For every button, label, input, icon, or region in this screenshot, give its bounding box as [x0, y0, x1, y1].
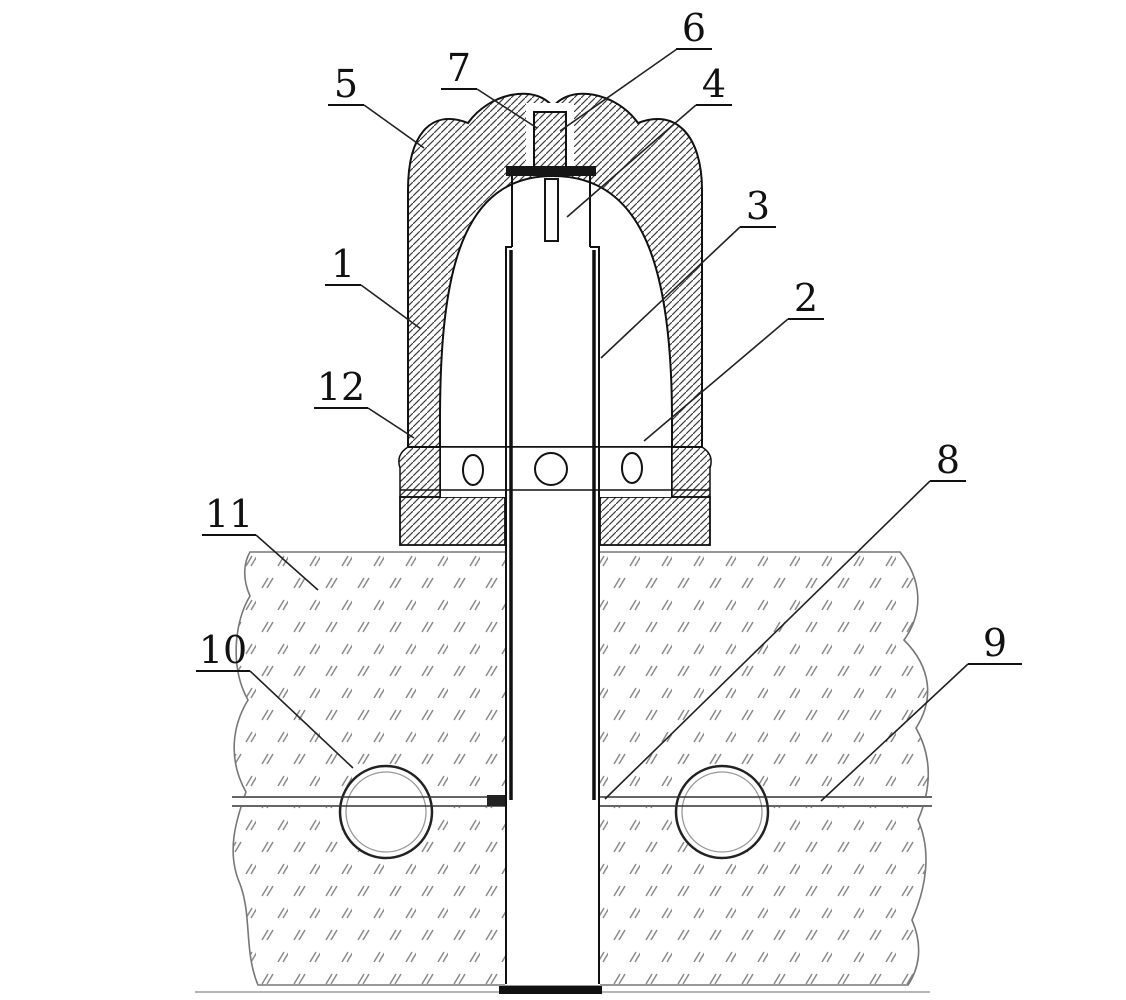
label-leader-line: [820, 663, 969, 802]
part-label-1: 1: [325, 242, 422, 330]
part-label-12: 12: [314, 365, 415, 439]
pipe-run: [232, 764, 932, 860]
label-leader-line: [363, 104, 425, 149]
vent-hole-right: [621, 452, 643, 484]
label-leader-line: [367, 407, 415, 439]
label-text-10: 10: [199, 628, 247, 672]
label-leader-line: [255, 534, 319, 591]
pipe-circle-right-inner: [681, 771, 763, 853]
center-tube-lines: [505, 166, 600, 984]
label-leader-line: [600, 226, 741, 359]
part-labels-layer: 5 7 6 4 3 2 1 12 11 8 10 9: [196, 6, 1022, 802]
part-label-2: 2: [643, 276, 824, 442]
tube-lower-bore: [505, 247, 600, 985]
label-text-1: 1: [331, 242, 355, 286]
part-label-5: 5: [328, 62, 425, 149]
base-flange-left: [399, 496, 506, 546]
vent-hole-center: [534, 452, 568, 486]
label-leader-line: [604, 480, 931, 800]
label-text-3: 3: [746, 184, 770, 228]
label-text-2: 2: [794, 276, 818, 320]
part-label-11: 11: [202, 492, 319, 591]
label-leader-line: [559, 48, 678, 132]
bottom-edge: [195, 986, 930, 994]
top-plug: [533, 111, 567, 173]
part-label-7: 7: [441, 46, 538, 129]
label-text-8: 8: [936, 438, 960, 482]
vent-band: [400, 446, 710, 497]
pipe-circle-right: [674, 764, 770, 860]
label-leader-line: [566, 104, 697, 218]
base-flange: [399, 496, 711, 546]
label-leader-line: [249, 670, 354, 769]
part-label-8: 8: [604, 438, 966, 800]
part-label-10: 10: [196, 628, 354, 769]
bell-housing: [398, 92, 712, 498]
tube-top-cap-bar: [506, 166, 596, 176]
label-leader-line: [360, 284, 422, 330]
pipe-tube-joint-tick: [487, 795, 505, 806]
center-tube-body: [505, 176, 600, 985]
pipe-circle-left: [338, 764, 434, 860]
label-text-11: 11: [205, 492, 253, 536]
base-flange-right: [599, 496, 711, 546]
label-leader-line: [643, 318, 789, 442]
part-label-3: 3: [600, 184, 776, 359]
inner-pin: [544, 178, 559, 242]
label-text-12: 12: [317, 365, 365, 409]
vent-hole-left: [462, 454, 484, 486]
label-text-6: 6: [682, 6, 706, 50]
part-label-9: 9: [820, 621, 1022, 802]
part-label-6: 6: [559, 6, 712, 132]
label-leader-line: [476, 88, 538, 129]
pipe-circle-left-inner: [345, 771, 427, 853]
tube-bottom-cap: [499, 986, 602, 994]
label-text-4: 4: [702, 62, 726, 106]
part-label-4: 4: [566, 62, 732, 218]
label-text-9: 9: [983, 621, 1007, 665]
label-text-5: 5: [334, 62, 358, 106]
label-text-7: 7: [447, 46, 471, 90]
